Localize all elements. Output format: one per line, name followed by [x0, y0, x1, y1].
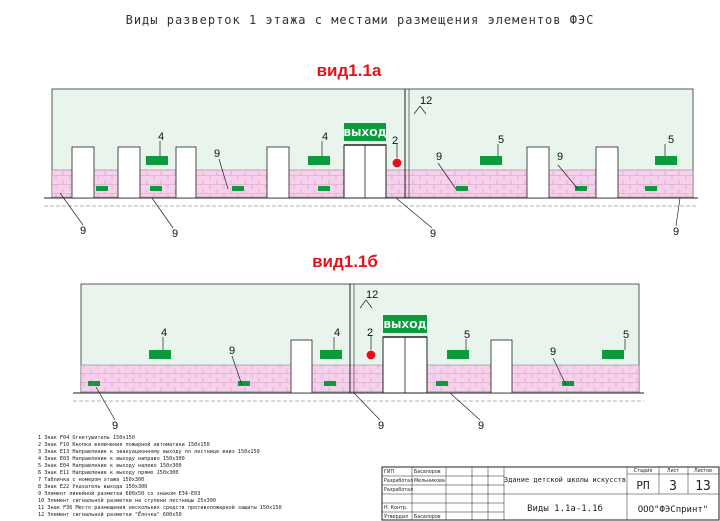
- view-a-callout: 9: [557, 151, 563, 163]
- view-a-sign-e03: [308, 156, 330, 165]
- stamp-building: Здание детской школы искусств: [504, 476, 626, 484]
- stamp-name: Мельникова: [414, 478, 445, 484]
- stamp-stage: РП: [636, 479, 649, 492]
- view-a-callout: 12: [420, 95, 432, 107]
- legend-item: 10 Элемент сигнальной разметки на ступен…: [38, 498, 216, 504]
- legend-item: 6 Знак E11 Направление к выходу прямо 15…: [38, 470, 179, 476]
- view-b-sign-e04: [602, 350, 624, 359]
- view-a-door: [595, 146, 619, 199]
- view-b-callout: 5: [464, 329, 470, 341]
- view-b: вид1.1б ВЫХОД: [73, 252, 644, 432]
- stamp-sheets-header: Листов: [694, 468, 712, 474]
- view-a-sign-e04: [480, 156, 502, 165]
- view-b-callout: 9: [378, 420, 384, 432]
- stamp-role: ГИП: [384, 469, 395, 475]
- legend-item: 9 Элемент линейной разметки 600х50 со зн…: [38, 491, 200, 497]
- view-b-floor-marking: [238, 381, 250, 386]
- view-a-callout: 9: [436, 151, 442, 163]
- view-a-label: вид1.1а: [317, 61, 382, 80]
- view-b-floor-marking: [88, 381, 100, 386]
- stamp-role: Утвердил: [384, 514, 408, 520]
- view-b-sign-e04: [447, 350, 469, 359]
- view-a-door: [266, 146, 290, 199]
- stamp-role: Разработал: [384, 478, 413, 484]
- legend-item: 2 Знак F10 Кнопка включения пожарной авт…: [38, 442, 210, 448]
- view-a-sign-e04: [655, 156, 677, 165]
- view-b-exit-sign: [383, 315, 427, 333]
- view-a-callout: 4: [158, 131, 164, 143]
- legend-item: 4 Знак E03 Направление к выходу направо …: [38, 456, 185, 462]
- view-a-callout: 9: [430, 228, 436, 240]
- view-b-callout: 9: [229, 345, 235, 357]
- view-a: вид1.1а ВЫХОД: [44, 61, 698, 240]
- stamp-company: ООО"ФЭСпринт": [638, 505, 708, 515]
- legend-item: 8 Знак E22 Указатель выхода 150х300: [38, 484, 147, 490]
- view-a-alarm-button-icon: [391, 157, 403, 169]
- view-a-callout: 2: [392, 135, 398, 147]
- title-block: ГИП Басалоров Разработал Мельникова Разр…: [381, 466, 720, 521]
- stamp-sheet: 3: [669, 479, 677, 494]
- stamp-stage-header: Стадия: [634, 468, 653, 474]
- view-a-floor-marking: [232, 186, 244, 191]
- view-a-callout: 9: [214, 148, 220, 160]
- view-b-floor-marking: [562, 381, 574, 386]
- view-a-floor-marking: [575, 186, 587, 191]
- stamp-sheets: 13: [695, 479, 711, 494]
- view-b-callout: 4: [334, 327, 340, 339]
- view-b-alarm-button-icon: [365, 349, 377, 361]
- stamp-drawing: Виды 1.1а-1.1б: [527, 503, 603, 514]
- view-b-callout: 5: [623, 329, 629, 341]
- view-a-sign-e03: [146, 156, 168, 165]
- view-a-floor-marking: [318, 186, 330, 191]
- view-b-sign-e03: [149, 350, 171, 359]
- view-a-door: [175, 146, 197, 199]
- view-b-callout: 9: [550, 346, 556, 358]
- stamp-name: Басалоров: [414, 469, 441, 475]
- view-a-floor-marking: [150, 186, 162, 191]
- stamp-sheet-header: Лист: [667, 468, 679, 474]
- view-a-exit-sign-label: ВЫХОД: [343, 128, 386, 139]
- legend-item: 5 Знак E04 Направление к выходу налево 1…: [38, 463, 182, 469]
- legend: 1 Знак F04 Огнетушитель 150х150 2 Знак F…: [38, 435, 282, 518]
- legend-item: 7 Табличка с номером этажа 150х300: [38, 476, 144, 483]
- view-b-callout: 9: [478, 420, 484, 432]
- view-a-exit-sign: [344, 123, 386, 141]
- view-a-callout: 9: [80, 225, 86, 237]
- view-b-door: [490, 339, 513, 394]
- legend-item: 3 Знак E13 Направление к эвакуационному …: [38, 449, 260, 455]
- view-a-floor-marking: [456, 186, 468, 191]
- view-a-floor-marking: [96, 186, 108, 191]
- view-b-callout: 2: [367, 327, 373, 339]
- view-a-callout: 9: [172, 228, 178, 240]
- stamp-name: Басалоров: [414, 514, 441, 520]
- view-b-tile-band: [80, 364, 640, 393]
- sheet-title: Виды разверток 1 этажа с местами размеще…: [126, 13, 595, 27]
- view-b-label: вид1.1б: [312, 252, 378, 271]
- view-a-door: [71, 146, 95, 199]
- view-a-callout: 9: [673, 226, 679, 238]
- view-b-callout: 4: [161, 327, 167, 339]
- view-b-sign-e03: [320, 350, 342, 359]
- stamp-role: Н. Контр.: [384, 505, 408, 511]
- view-a-floor-marking: [645, 186, 657, 191]
- legend-item: 11 Знак F36 Место размещения нескольких …: [38, 505, 282, 511]
- legend-item: 12 Элемент сигнальной разметки "Ёлочка" …: [38, 511, 182, 518]
- legend-item: 1 Знак F04 Огнетушитель 150х150: [38, 435, 135, 441]
- view-a-door: [526, 146, 550, 199]
- view-a-callout: 5: [498, 134, 504, 146]
- view-a-door: [117, 146, 141, 199]
- view-b-door: [290, 339, 313, 394]
- view-a-callout: 5: [668, 134, 674, 146]
- view-b-exit-sign-label: ВЫХОД: [383, 320, 426, 331]
- view-b-floor-marking: [436, 381, 448, 386]
- view-b-floor-marking: [324, 381, 336, 386]
- stamp-role: Разработал: [384, 487, 413, 493]
- view-a-callout: 4: [322, 131, 328, 143]
- view-b-callout: 12: [366, 289, 378, 301]
- view-b-callout: 9: [112, 420, 118, 432]
